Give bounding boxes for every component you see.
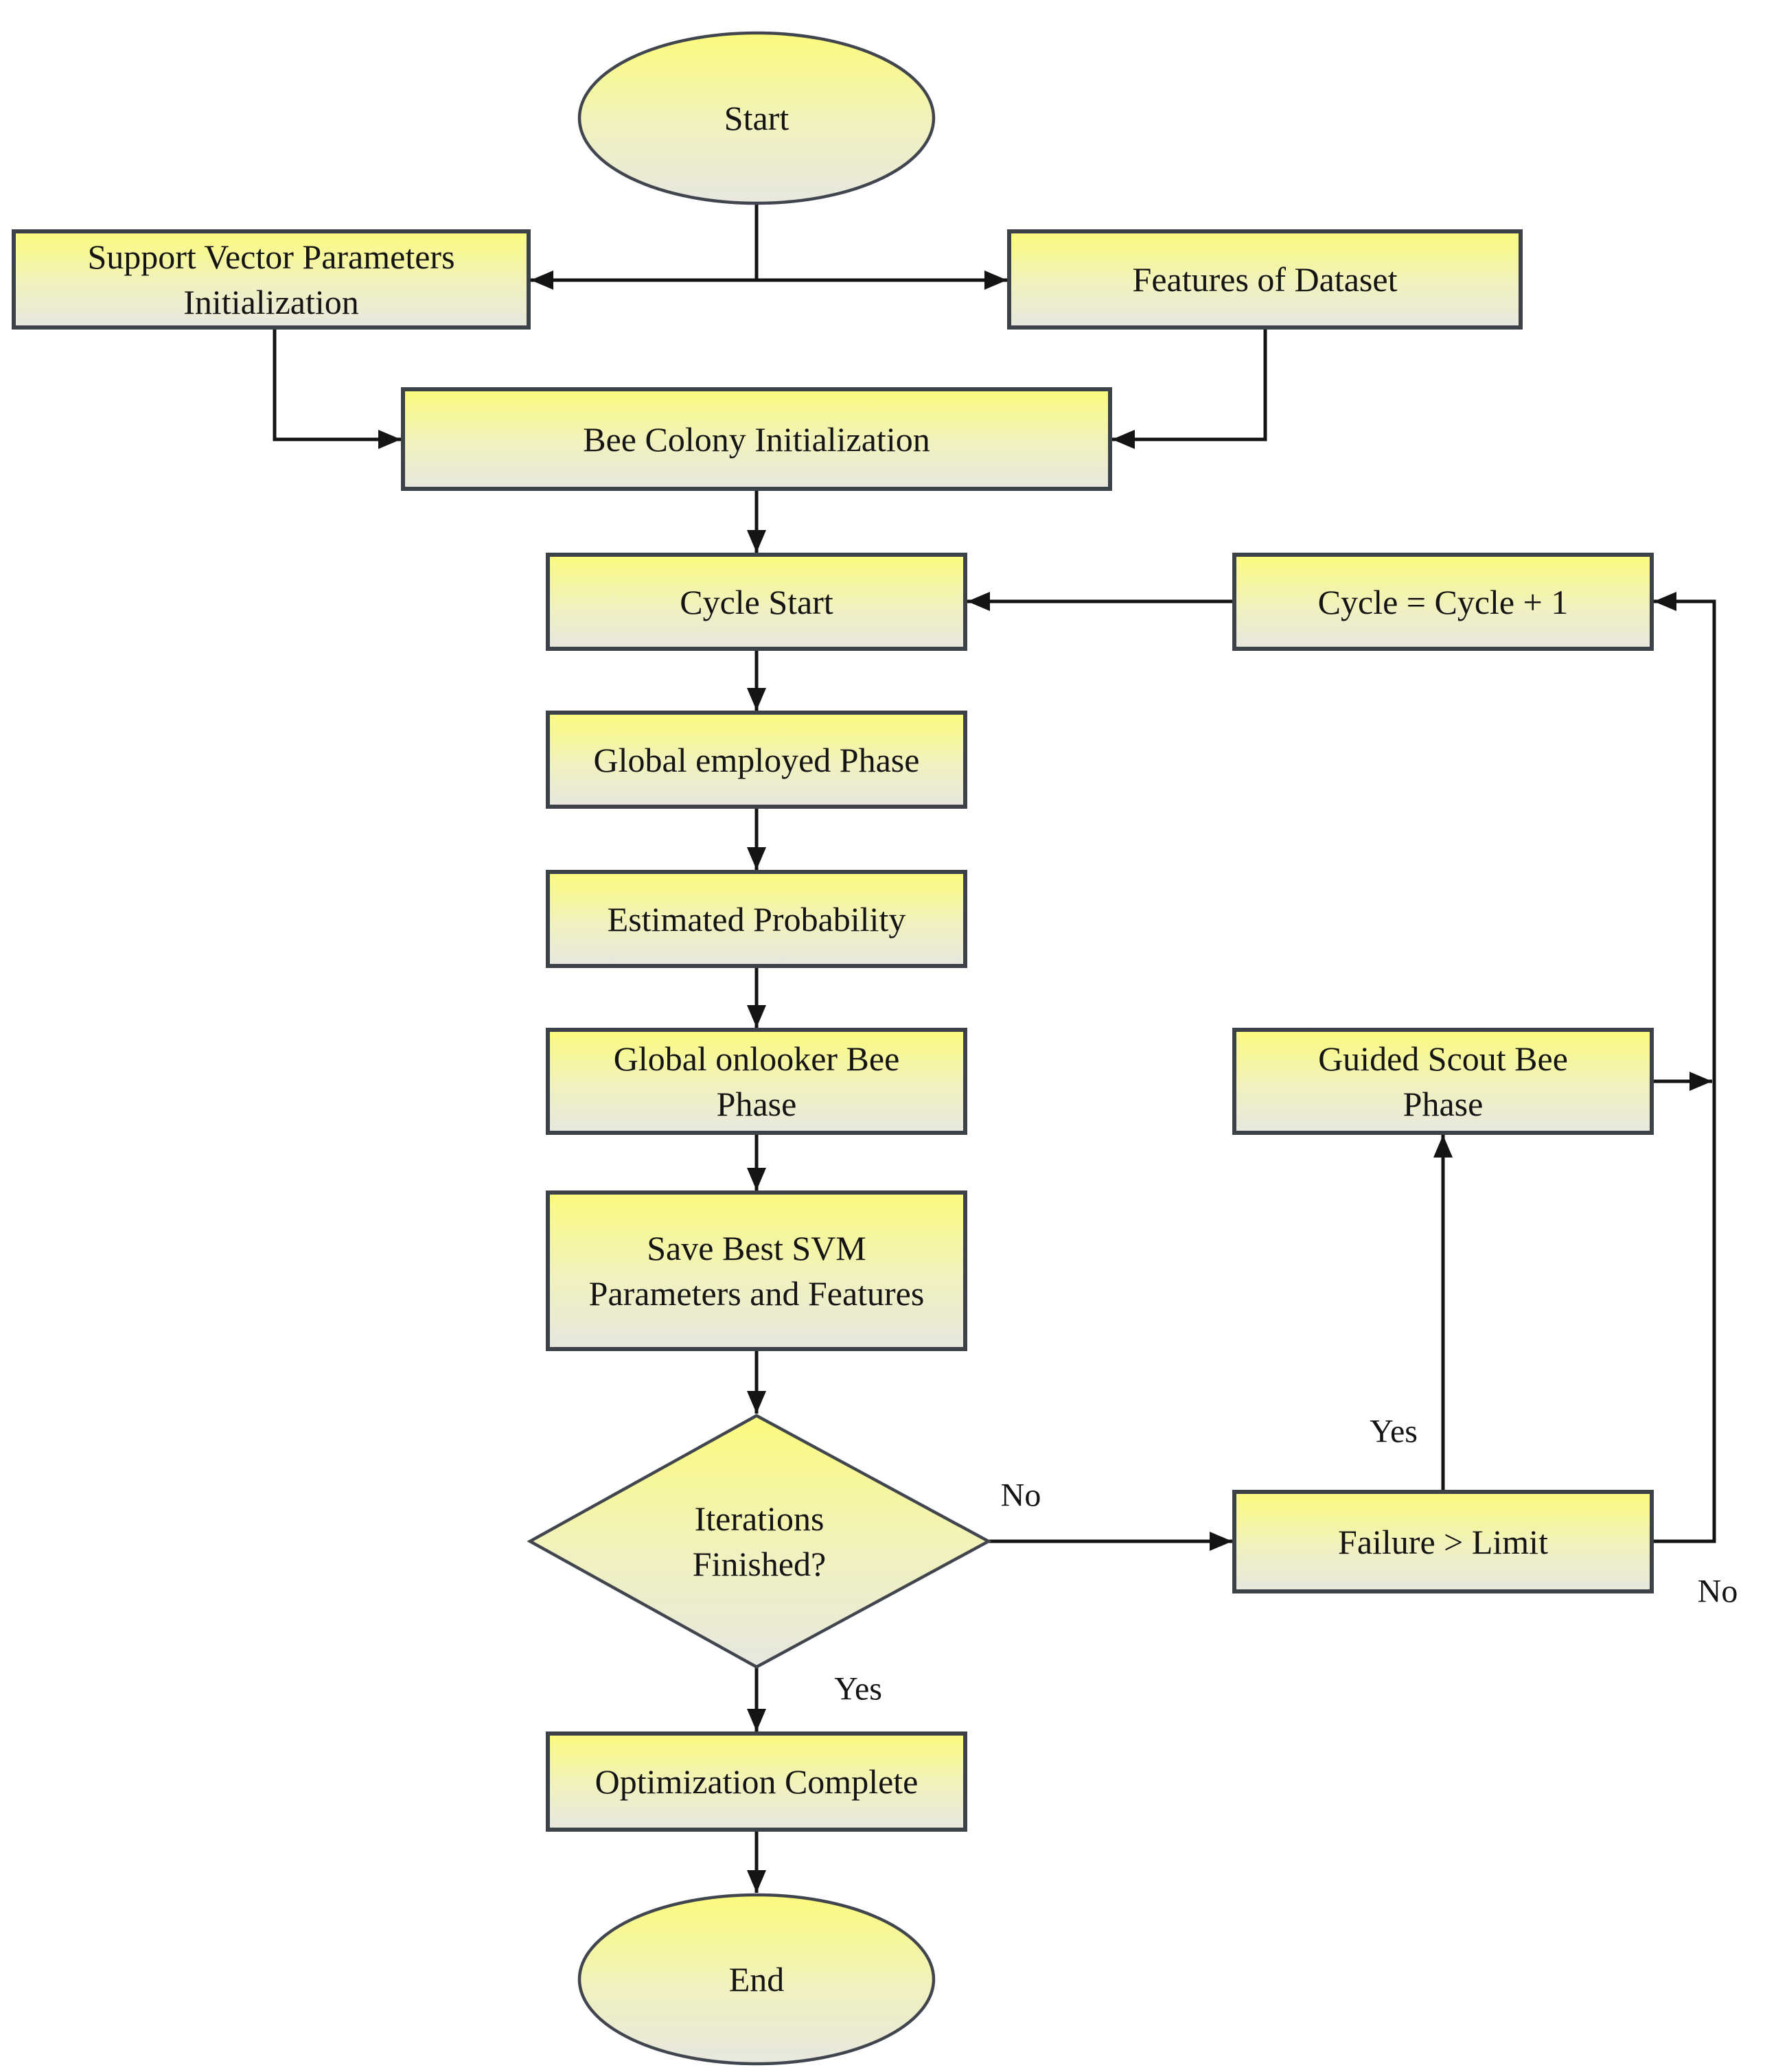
- employed-phase-shape: [546, 711, 967, 809]
- features-shape: [1007, 229, 1523, 330]
- edge-features-to-bee: [1112, 327, 1267, 449]
- start-terminator-shape: [577, 31, 936, 205]
- nodes: [12, 31, 1654, 2066]
- failure-limit-shape: [1232, 1490, 1654, 1593]
- end-terminator-shape: [577, 1893, 936, 2066]
- bee-colony-shape: [401, 387, 1112, 491]
- cycle-increment-shape: [1232, 553, 1654, 651]
- iterations-decision-shape: [527, 1414, 992, 1669]
- edge-failure-no-to-cycleinc: [1652, 592, 1716, 1543]
- svp-init-shape: [12, 229, 531, 330]
- scout-phase-shape: [1232, 1028, 1654, 1135]
- onlooker-phase-shape: [546, 1028, 967, 1135]
- estimated-probability-shape: [546, 870, 967, 968]
- connectors: [273, 203, 1716, 1893]
- save-best-shape: [546, 1190, 967, 1351]
- edge-svp-to-bee: [273, 327, 401, 449]
- cycle-start-shape: [546, 553, 967, 651]
- optimization-complete-shape: [546, 1731, 967, 1832]
